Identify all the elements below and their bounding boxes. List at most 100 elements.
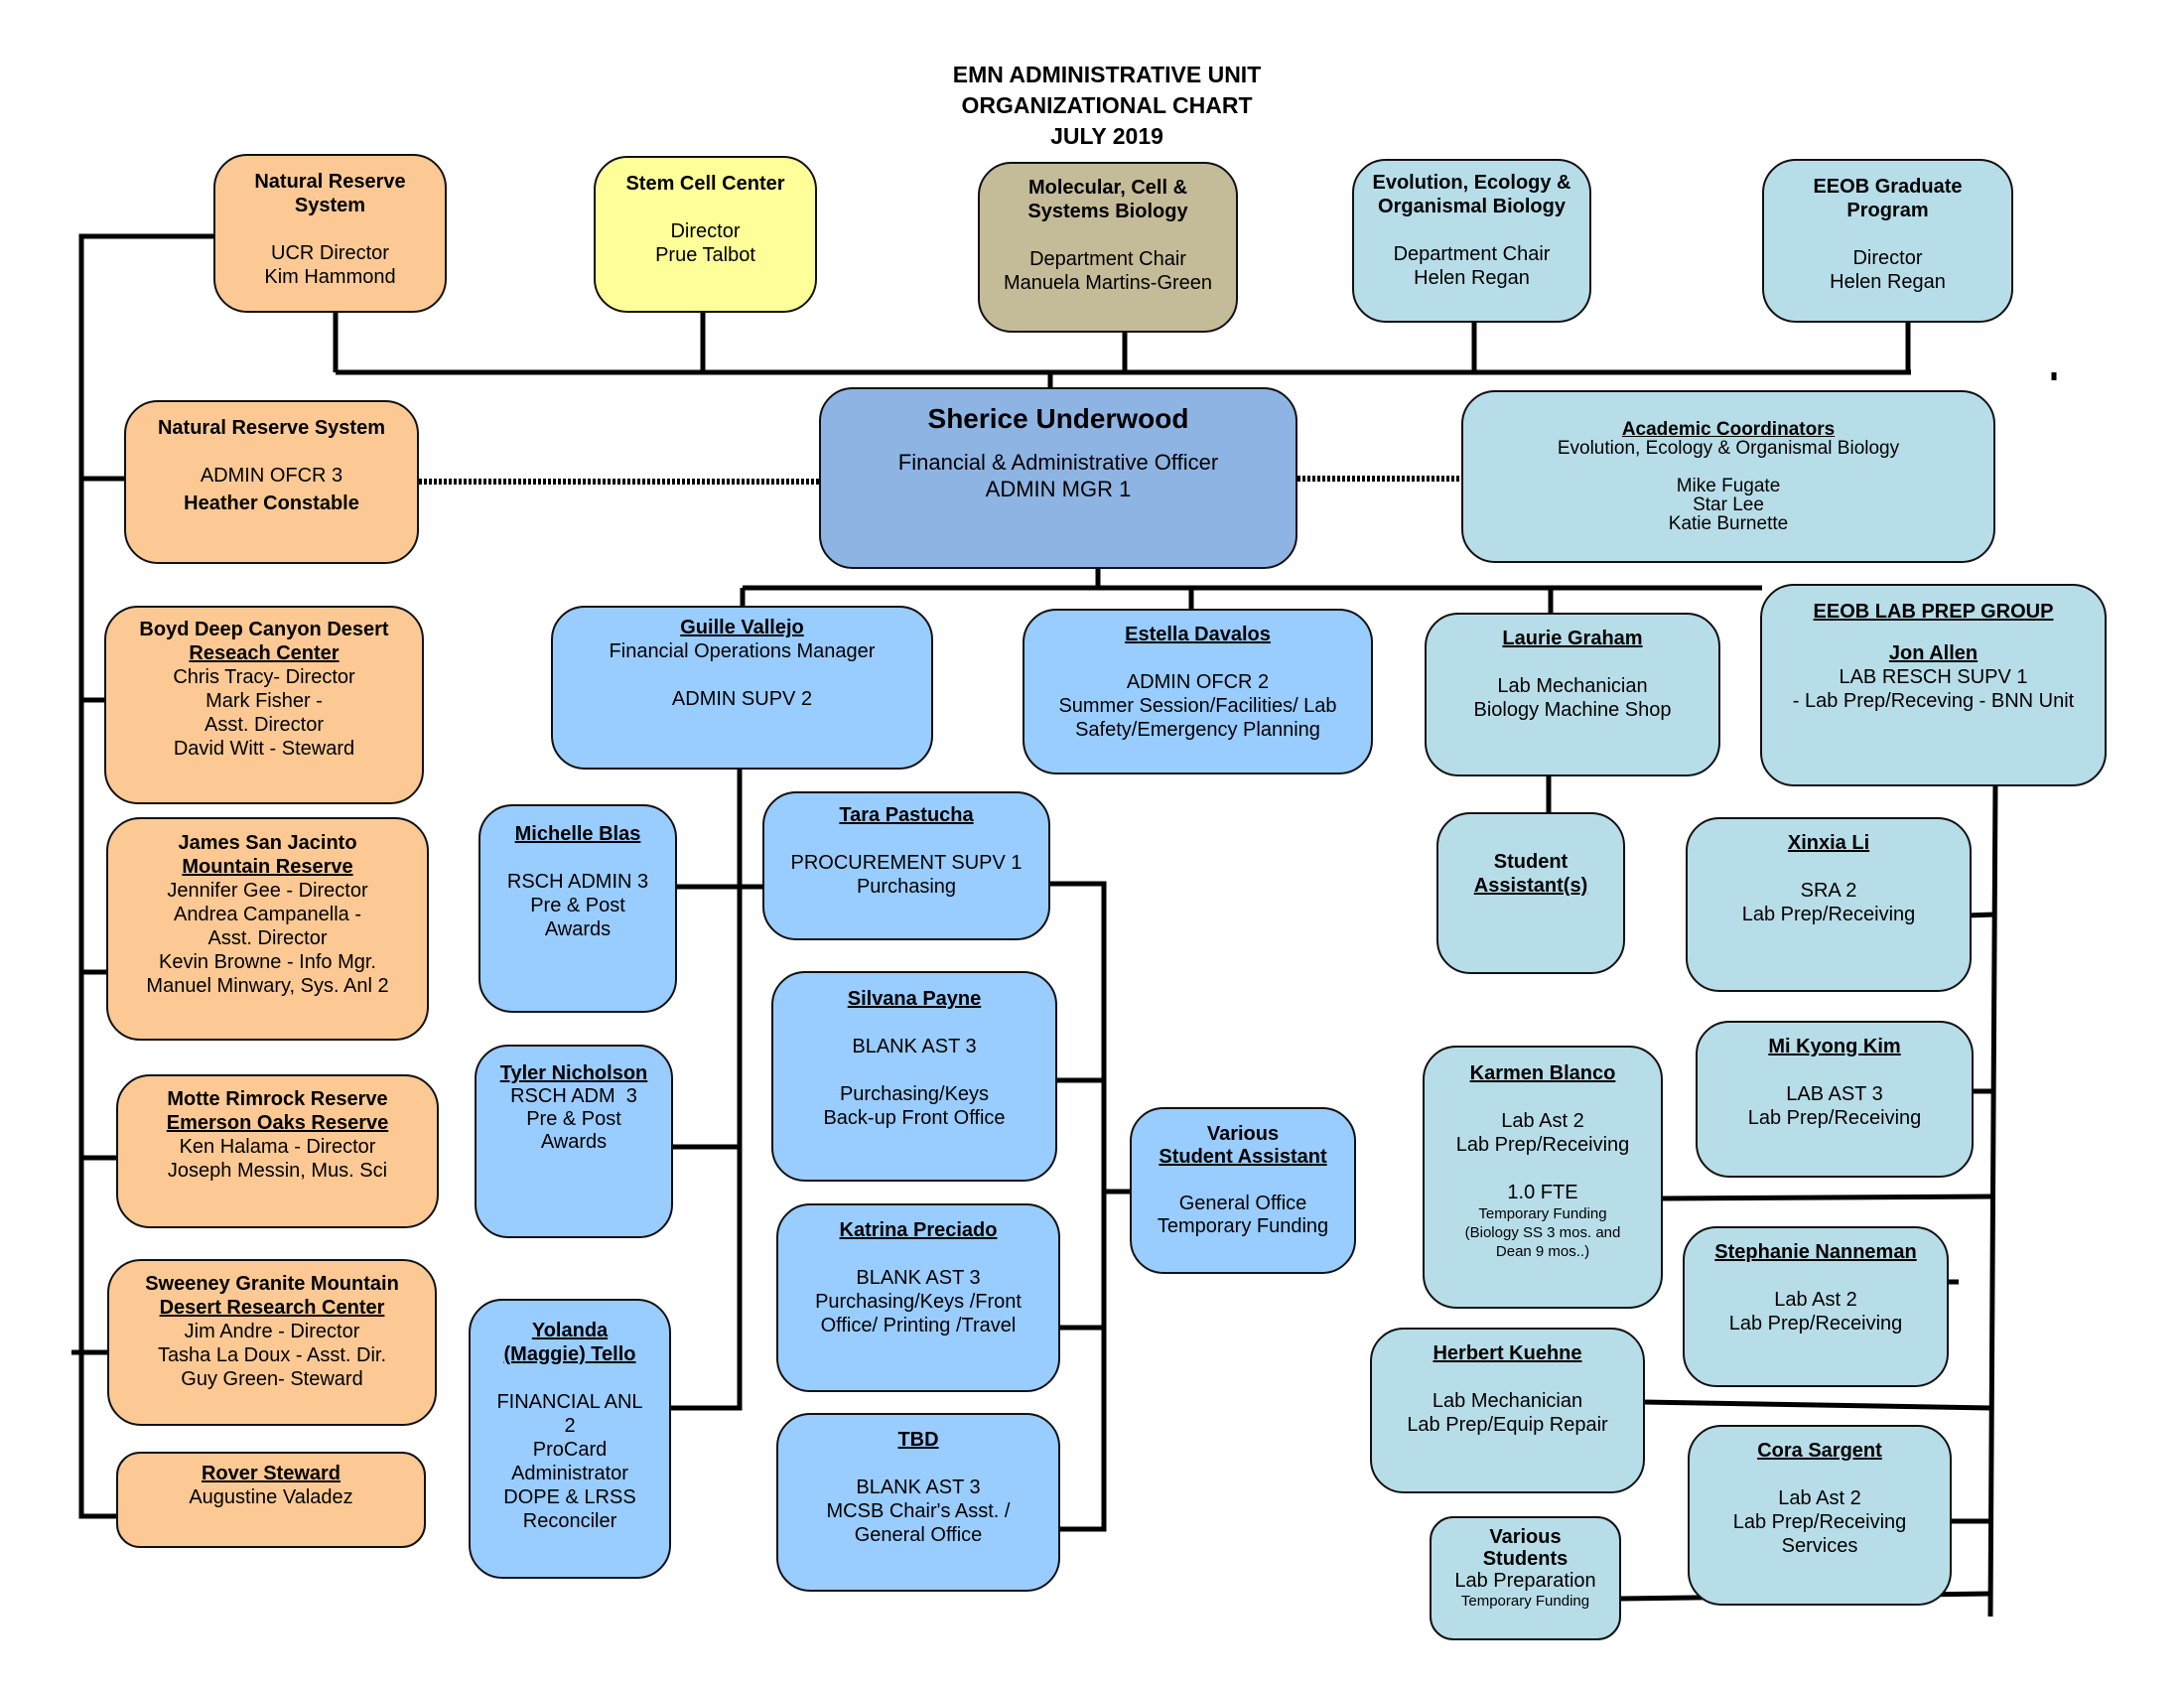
person-name: Stephanie Nanneman (1714, 1241, 1917, 1263)
person-name: Karmen Blanco (1469, 1062, 1616, 1084)
stephanie-box: Stephanie Nanneman Lab Ast 2 Lab Prep/Re… (1683, 1226, 1949, 1387)
reserve-name: Rover Steward (201, 1463, 341, 1484)
unit-stem-cell: Stem Cell Center Director Prue Talbot (594, 156, 817, 313)
duties: Summer Session/Facilities/ Lab (1058, 695, 1337, 717)
unit-name: Natural Reserve System (254, 171, 406, 216)
reserve-motte-rimrock: Motte Rimrock Reserve Emerson Oaks Reser… (116, 1074, 439, 1228)
duty: Lab Preparation (1454, 1570, 1596, 1592)
unit-role: UCR Director (271, 242, 389, 264)
unit-eeob: Evolution, Ecology & Organismal Biology … (1352, 159, 1591, 323)
staff: David Witt - Steward (173, 738, 355, 760)
detail: ProCard (532, 1439, 608, 1461)
label-2: Assistant(s) (1473, 875, 1588, 897)
staff: Jennifer Gee - Director (167, 880, 368, 902)
duty: Office/ Printing /Travel (820, 1315, 1017, 1336)
funding: Dean 9 mos..) (1495, 1243, 1590, 1260)
duty: Purchasing/Keys /Front (815, 1291, 1022, 1313)
unit-role: Department Chair (1393, 243, 1551, 265)
duty: Back-up Front Office (823, 1107, 1006, 1129)
reserve-name: James San Jacinto (178, 832, 357, 854)
person-name: Xinxia Li (1787, 832, 1870, 854)
person-name: Guille Vallejo (680, 617, 804, 638)
xinxia-box: Xinxia Li SRA 2 Lab Prep/Receiving (1686, 817, 1972, 992)
various-students-box: Various Students Lab Preparation Tempora… (1430, 1516, 1621, 1640)
person: Heather Constable (184, 492, 359, 514)
person: Star Lee (1693, 494, 1764, 515)
staff: Mark Fisher - (205, 690, 323, 712)
grade: ADMIN SUPV 2 (671, 688, 813, 710)
person-name: Yolanda (531, 1320, 609, 1341)
duty: Lab Prep/Receiving (1741, 904, 1916, 925)
grade: PROCUREMENT SUPV 1 (790, 852, 1023, 874)
duty: General Office (1178, 1193, 1307, 1214)
staff: Chris Tracy- Director (173, 666, 355, 688)
person-name: Herbert Kuehne (1433, 1342, 1582, 1364)
karmen-box: Karmen Blanco Lab Ast 2 Lab Prep/Receivi… (1423, 1046, 1663, 1309)
reserve-sweeney-granite: Sweeney Granite Mountain Desert Research… (107, 1259, 437, 1426)
person-name: Silvana Payne (847, 988, 982, 1010)
person-name-2: (Maggie) Tello (503, 1343, 636, 1365)
duty: Services (1781, 1535, 1858, 1557)
connector (1662, 1194, 1994, 1201)
dept: Biology Machine Shop (1473, 699, 1672, 721)
person: Katie Burnette (1668, 513, 1789, 534)
herbert-box: Herbert Kuehne Lab Mechanician Lab Prep/… (1370, 1328, 1645, 1493)
duty: Purchasing/Keys (839, 1083, 990, 1105)
person-name: Tara Pastucha (839, 804, 974, 826)
nrs-admin-box: Natural Reserve System ADMIN OFCR 3 Heat… (124, 400, 419, 564)
person-name: Laurie Graham (1502, 628, 1643, 649)
reserve-name-2: Reseach Center (189, 642, 340, 664)
unit-mcsb: Molecular, Cell & Systems Biology Depart… (978, 162, 1238, 333)
staff: Joseph Messin, Mus. Sci (167, 1160, 388, 1182)
label: Various (1489, 1526, 1562, 1548)
laurie-box: Laurie Graham Lab Mechanician Biology Ma… (1425, 613, 1720, 776)
grade: BLANK AST 3 (856, 1267, 981, 1289)
duty: Pre & Post (530, 895, 625, 916)
duty: Lab Prep/Receiving (1747, 1107, 1922, 1129)
fte: 1.0 FTE (1507, 1182, 1578, 1203)
person-name: Tyler Nicholson (499, 1062, 648, 1084)
katrina-box: Katrina Preciado BLANK AST 3 Purchasing/… (776, 1203, 1060, 1392)
grade: ADMIN OFCR 3 (200, 465, 343, 487)
chart-title: EMN ADMINISTRATIVE UNIT ORGANIZATIONAL C… (0, 60, 2184, 152)
duty: Lab Prep/Receiving (1732, 1511, 1907, 1533)
reserve-rover-steward: Rover Steward Augustine Valadez (116, 1452, 426, 1548)
staff: Ken Halama - Director (179, 1136, 376, 1158)
grade: SRA 2 (1800, 880, 1857, 902)
duties: Safety/Emergency Planning (1075, 719, 1320, 741)
reserve-name-2: Desert Research Center (159, 1297, 385, 1319)
staff: Jim Andre - Director (184, 1321, 360, 1342)
staff: Tasha La Doux - Asst. Dir. (157, 1344, 387, 1366)
reserve-name: Sweeney Granite Mountain (145, 1273, 399, 1295)
duty: Lab Prep/Receiving (1728, 1313, 1903, 1335)
reserve-name: Boyd Deep Canyon Desert (139, 619, 389, 640)
title-line-3: JULY 2019 (1050, 123, 1163, 149)
unit-name: Stem Cell Center (625, 173, 785, 195)
guille-box: Guille Vallejo Financial Operations Mana… (551, 606, 933, 770)
grade: Lab Ast 2 (1501, 1110, 1584, 1132)
staff: Asst. Director (204, 714, 325, 736)
person-name: Mi Kyong Kim (1768, 1036, 1901, 1057)
person-name: Michelle Blas (514, 823, 641, 845)
title: Lab Mechanician (1497, 675, 1648, 697)
unit-person: Kim Hammond (264, 266, 396, 288)
michelle-box: Michelle Blas RSCH ADMIN 3 Pre & Post Aw… (478, 804, 677, 1013)
various-student-assistant-box: Various Student Assistant General Office… (1130, 1107, 1356, 1274)
duty: Lab Prep/Receiving (1455, 1134, 1630, 1156)
label: Various (1206, 1123, 1280, 1145)
duty: Lab Prep/Equip Repair (1407, 1414, 1608, 1436)
funding: Temporary Funding (1460, 1593, 1590, 1610)
label-2: Student Assistant (1159, 1146, 1327, 1168)
grade: LAB RESCH SUPV 1 (1839, 666, 2028, 688)
group-name: EEOB LAB PREP GROUP (1813, 601, 2054, 623)
grade: Lab Ast 2 (1778, 1487, 1861, 1509)
person-name: Cora Sargent (1757, 1440, 1882, 1462)
funding: Temporary Funding (1478, 1205, 1607, 1222)
reserve-boyd: Boyd Deep Canyon Desert Reseach Center C… (104, 606, 424, 804)
person: Mike Fugate (1676, 476, 1781, 496)
yolanda-box: Yolanda (Maggie) Tello FINANCIAL ANL 2 P… (469, 1299, 671, 1579)
unit-person: Prue Talbot (655, 244, 755, 266)
unit-eeob-grad: EEOB Graduate Program Director Helen Reg… (1762, 159, 2013, 323)
title: Lab Mechanician (1432, 1390, 1583, 1412)
